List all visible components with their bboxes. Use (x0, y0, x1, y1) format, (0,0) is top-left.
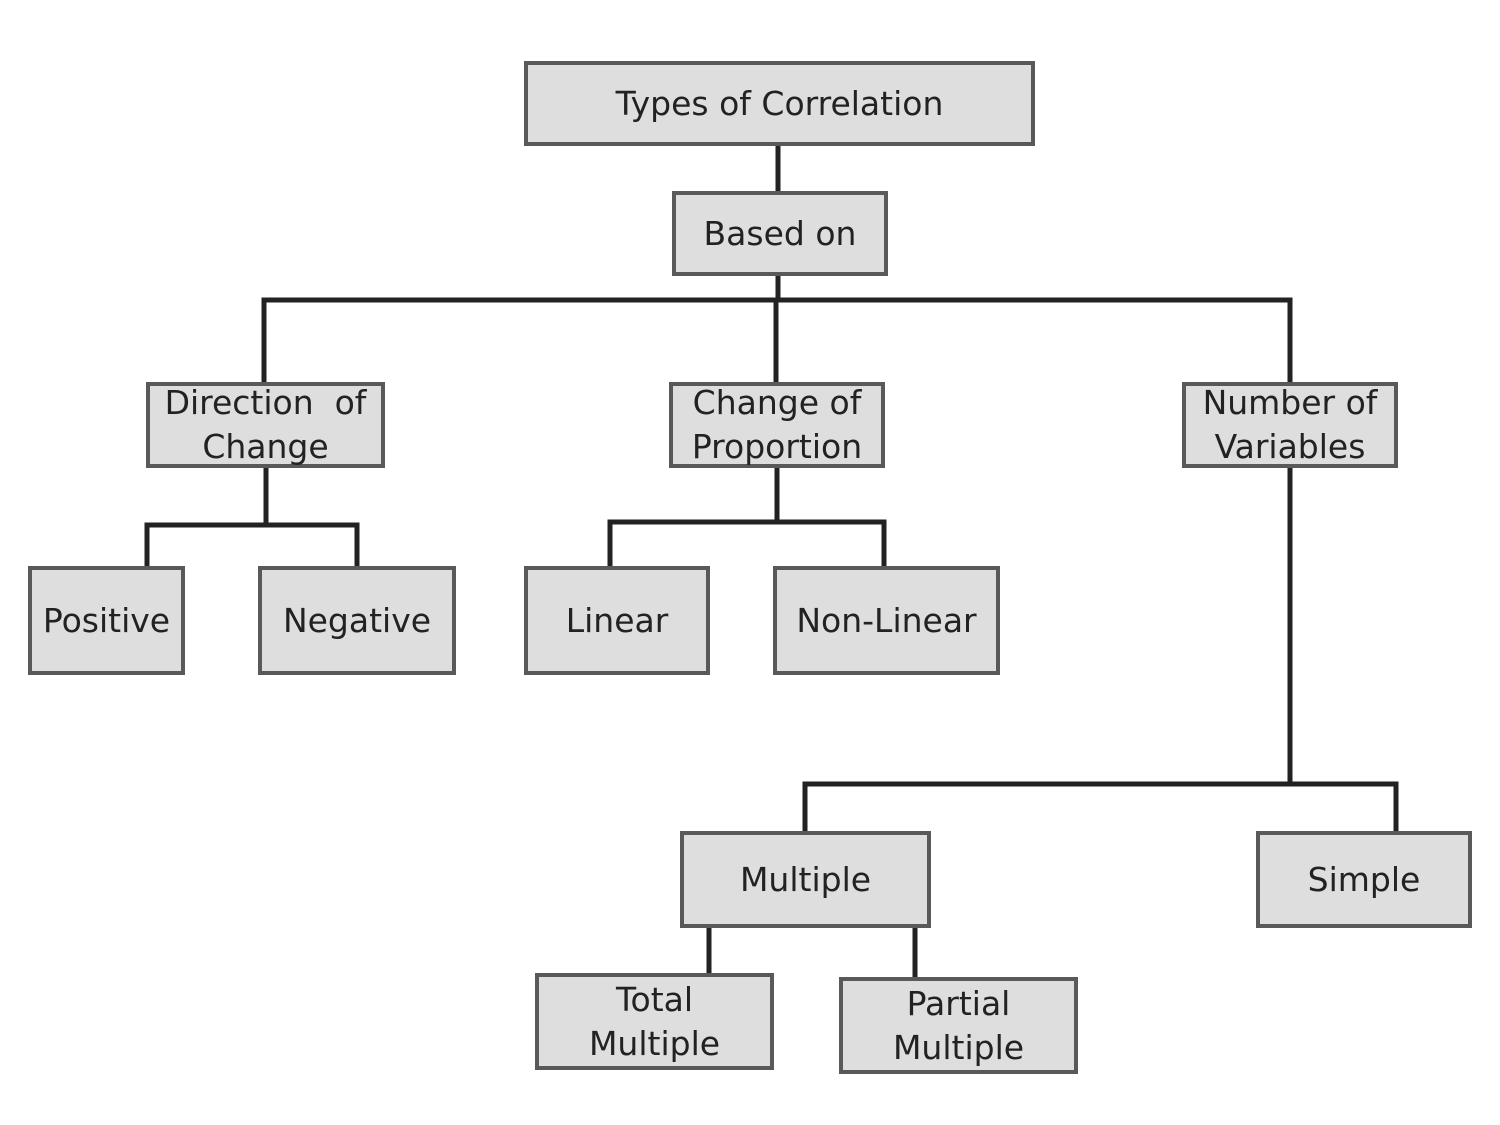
node-number-of-variables: Number of Variables (1182, 382, 1398, 468)
node-label: Based on (703, 213, 857, 253)
node-label: Non-Linear (796, 600, 977, 640)
node-label: Multiple (739, 859, 872, 899)
node-label: Linear (565, 600, 669, 640)
node-label: Partial Multiple (892, 983, 1025, 1067)
node-positive: Positive (28, 566, 185, 675)
node-label: Direction of Change (164, 383, 367, 466)
node-simple: Simple (1256, 831, 1472, 928)
node-multiple: Multiple (680, 831, 931, 928)
node-label: Negative (282, 600, 432, 640)
node-change-of-proportion: Change of Proportion (669, 382, 885, 468)
node-label: Total Multiple (588, 979, 721, 1063)
node-non-linear: Non-Linear (773, 566, 1000, 675)
node-label: Types of Correlation (615, 83, 944, 123)
node-linear: Linear (524, 566, 710, 675)
node-total-multiple: Total Multiple (535, 973, 774, 1070)
node-label: Simple (1307, 859, 1421, 899)
node-types-of-correlation: Types of Correlation (524, 61, 1035, 146)
node-based-on: Based on (672, 191, 888, 276)
node-negative: Negative (258, 566, 456, 675)
node-label: Number of Variables (1202, 383, 1378, 466)
node-label: Change of Proportion (691, 383, 863, 466)
node-direction-of-change: Direction of Change (146, 382, 385, 468)
node-partial-multiple: Partial Multiple (839, 977, 1078, 1074)
node-label: Positive (42, 600, 171, 640)
